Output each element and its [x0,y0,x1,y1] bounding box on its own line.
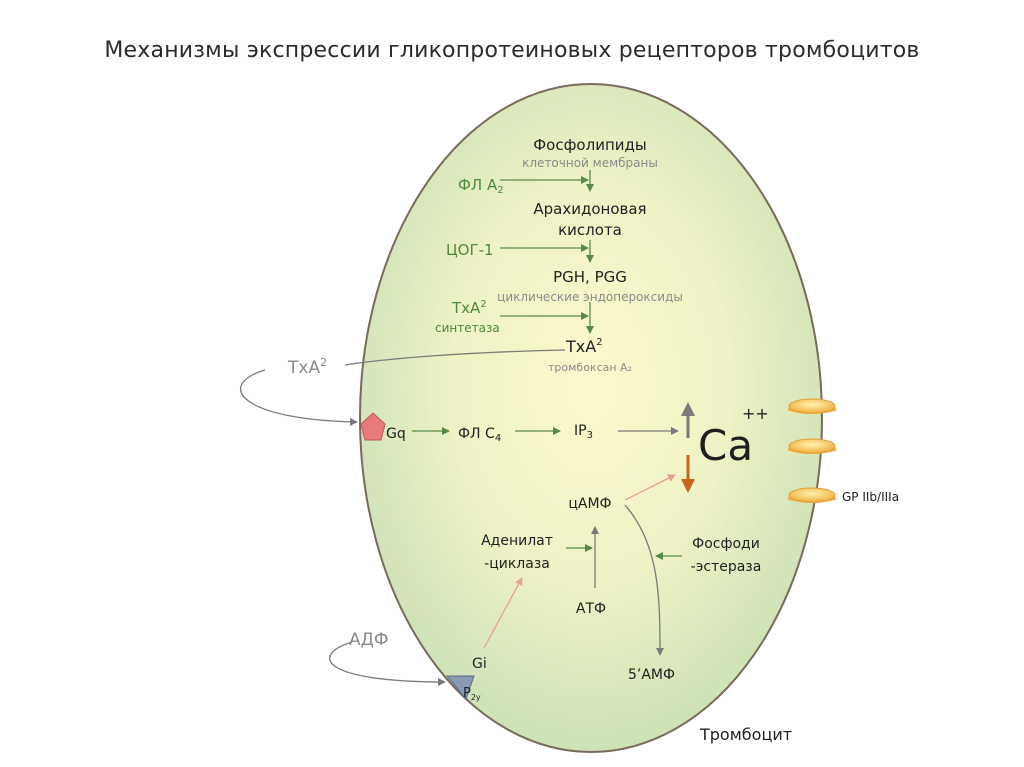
pde-label-2: -эстераза [691,559,762,575]
atp-label: АТФ [576,601,606,617]
adenylate-cyclase-label-2: -циклаза [484,556,550,572]
gq-receptor [360,412,386,441]
platelet-cell [359,83,823,753]
camp-label: цАМФ [568,496,611,512]
ip3-label: IP3 [574,423,593,441]
pla2-label: ФЛ А2 [458,176,504,196]
p2y-label: P2y [463,686,481,702]
plc-label: ФЛ С4 [458,426,501,444]
slide-title: Механизмы экспрессии гликопротеиновых ре… [104,38,920,63]
txa2-label: ТхА2 [565,337,603,356]
gp-receptor-label: GP IIb/IIIa [842,490,899,504]
platelet-label: Тромбоцит [699,725,792,744]
gi-label: Gi [472,656,487,672]
calcium-charge-label: ++ [742,404,769,423]
cox1-label: ЦОГ-1 [446,241,494,259]
pde-label-1: Фосфоди [692,536,760,552]
calcium-label: Ca [698,421,753,470]
arachidonic-acid-label-1: Арахидоновая [533,200,646,218]
adp-label: АДФ [349,630,389,650]
gp-receptor-1 [787,398,837,414]
amp-label: 5’АМФ [628,667,675,683]
pgh-pgg-label: PGH, PGG [553,268,627,286]
thromboxane-label: тромбоксан А₂ [548,361,632,374]
phospholipids-label: Фосфолипиды [533,136,646,154]
endoperoxides-label: циклические эндопероксиды [497,290,683,304]
gp-receptor-3 [787,487,837,503]
phospholipids-sublabel: клеточной мембраны [522,156,658,170]
p2y-receptor [445,675,475,701]
arachidonic-acid-label-2: кислота [558,221,622,239]
adenylate-cyclase-label-1: Аденилат [481,533,553,549]
gp-receptor-2 [787,438,837,454]
external-txa2-label: ТхА2 [287,356,327,378]
gq-label: Gq [386,426,406,442]
txa2-synthase-label: ТхА2 [451,299,487,317]
synthase-word-label: синтетаза [435,321,500,335]
